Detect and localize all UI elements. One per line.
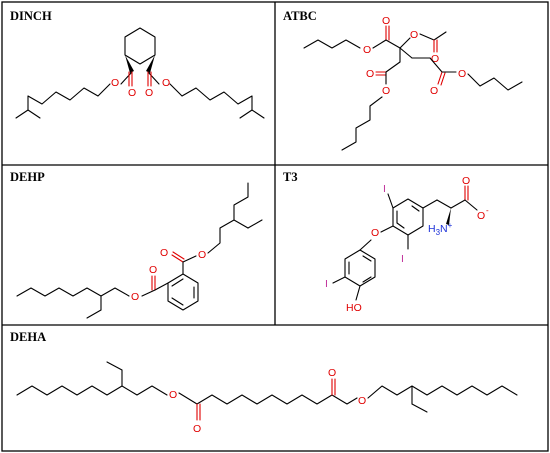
ethylhexyl-chain-upper xyxy=(207,182,249,254)
atom-oxygen: O xyxy=(410,29,418,41)
bond xyxy=(399,47,413,59)
panel-title-deha: DEHA xyxy=(10,330,46,344)
structure-deha: O O O O xyxy=(16,361,518,435)
bond-aromatic xyxy=(362,255,372,262)
bond xyxy=(332,276,346,284)
bond xyxy=(387,193,394,209)
stereo-wedge-left xyxy=(125,55,134,73)
bond xyxy=(106,361,123,371)
cyclohexane-ring xyxy=(124,27,156,65)
bond-aromatic xyxy=(171,278,184,287)
atom-oxygen: O xyxy=(160,247,168,259)
bond xyxy=(154,282,169,291)
bond-co-double xyxy=(437,71,443,85)
bond xyxy=(182,255,197,263)
ammonium-plus: + xyxy=(448,221,453,230)
ammonium-n: N xyxy=(440,223,448,235)
panel-title-dinch: DINCH xyxy=(10,9,52,23)
atom-oxygen: O xyxy=(382,15,390,27)
structure-t3: I I O O - H3N+ O I HO xyxy=(325,175,489,314)
atom-oxygen: O xyxy=(111,77,119,89)
bond-aromatic xyxy=(411,205,420,212)
bond-co-double xyxy=(172,251,185,260)
atom-iodine: I xyxy=(401,253,404,265)
butyl-chain-3 xyxy=(341,96,383,151)
atom-oxygen: O xyxy=(162,77,170,89)
atom-ammonium: H3N+ xyxy=(428,221,453,237)
ammonium-subscript: 3 xyxy=(436,228,441,237)
atom-oxygen: O xyxy=(358,395,366,407)
bond xyxy=(86,309,102,319)
bond xyxy=(247,219,263,229)
bond xyxy=(141,289,156,297)
atom-oxygen: O xyxy=(458,68,466,80)
panel-title-atbc: ATBC xyxy=(283,9,317,23)
atom-oxygen: O xyxy=(169,389,177,401)
bond xyxy=(433,31,447,41)
bond xyxy=(385,39,401,49)
charge-minus: - xyxy=(486,206,489,215)
atom-iodine: I xyxy=(325,278,328,290)
bond xyxy=(147,71,160,85)
atom-oxygen: O xyxy=(149,264,157,276)
bond xyxy=(429,57,443,73)
adipate-backbone xyxy=(178,392,358,405)
atom-oxygen: O xyxy=(382,85,390,97)
bond xyxy=(233,219,249,229)
panel-title-dehp: DEHP xyxy=(10,170,45,184)
butyl-chain-2 xyxy=(467,73,523,91)
atom-oxygen-ether: O xyxy=(371,227,379,239)
atom-oxygen: O xyxy=(462,175,470,187)
atom-oxygen: O xyxy=(366,68,374,80)
bond xyxy=(422,199,438,209)
bond xyxy=(380,225,394,233)
isononyl-chain-right xyxy=(169,83,265,119)
atom-oxygen: O xyxy=(363,44,371,56)
bond xyxy=(450,199,466,209)
bond xyxy=(385,61,401,73)
bond-aromatic xyxy=(171,297,184,306)
bond xyxy=(359,239,372,251)
ethylhexyl-chain-right xyxy=(367,385,518,399)
atom-oxygen: O xyxy=(477,210,485,222)
atom-oxygen: O xyxy=(198,249,206,261)
atom-oxygen: O xyxy=(193,423,201,435)
ammonium-h: H xyxy=(428,223,436,235)
butyl-chain-1 xyxy=(303,39,361,49)
bond xyxy=(355,285,361,301)
atom-oxygen: O xyxy=(128,87,136,99)
structure-atbc: O O O O O O O O xyxy=(303,15,523,151)
structure-dehp: O O O O xyxy=(16,182,263,319)
ethylhexyl-chain-left xyxy=(16,385,168,396)
atom-iodine: I xyxy=(383,183,386,195)
bond-co-double xyxy=(171,254,184,263)
atom-oxygen: O xyxy=(430,85,438,97)
atom-oxygen: O xyxy=(131,291,139,303)
bond-aromatic xyxy=(396,222,405,229)
bond xyxy=(464,199,478,211)
atom-oxygen: O xyxy=(145,87,153,99)
ethylhexyl-chain-lower xyxy=(16,287,130,297)
bond xyxy=(399,37,411,49)
atom-oxygen: O xyxy=(431,53,439,65)
atom-hydroxyl: HO xyxy=(346,302,362,314)
bond xyxy=(372,39,387,49)
bond xyxy=(436,199,452,209)
bond xyxy=(419,33,435,41)
stereo-wedge-amine xyxy=(446,208,451,225)
bond-aromatic xyxy=(362,276,372,283)
bond xyxy=(27,109,41,119)
panel-title-t3: T3 xyxy=(283,170,298,184)
bond xyxy=(120,71,133,85)
isononyl-chain-left xyxy=(15,83,111,119)
structure-dinch: O O O O xyxy=(15,27,265,119)
bond-co-double xyxy=(440,72,446,86)
stereo-wedge-right xyxy=(146,55,155,73)
bond xyxy=(411,403,428,413)
bond xyxy=(239,109,253,119)
atom-oxygen: O xyxy=(328,367,336,379)
